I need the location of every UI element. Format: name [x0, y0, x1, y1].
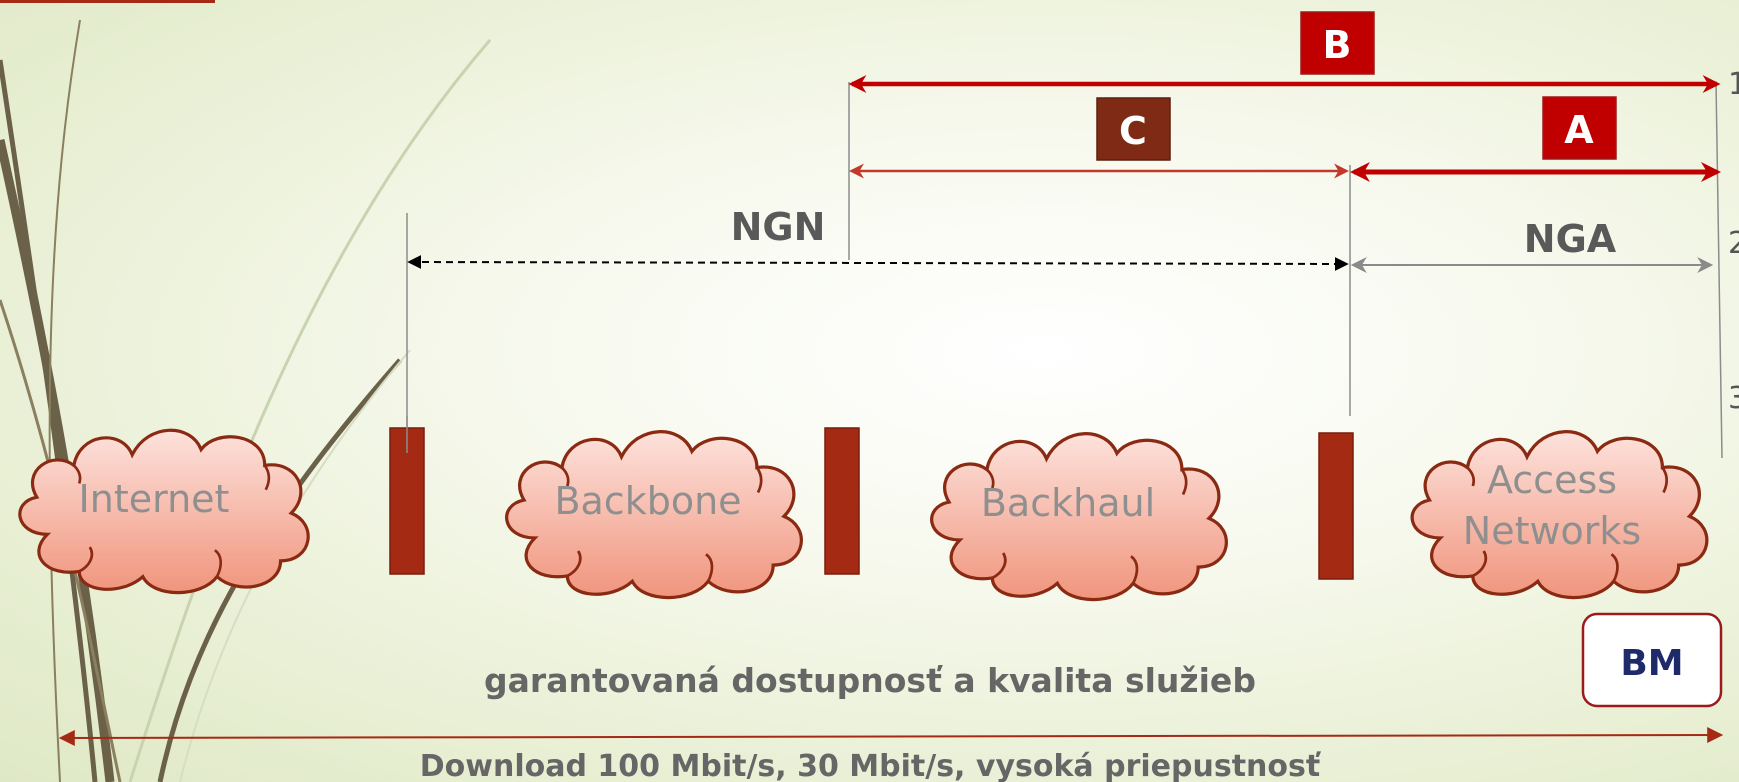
separator-backhaul-access [1318, 432, 1354, 580]
full-span-arrow [58, 727, 1724, 746]
cloud-access-label-line1: Access [1487, 458, 1617, 502]
edge-digit-2: 2 [1728, 226, 1739, 261]
cloud-backbone-label: Backbone [554, 479, 741, 523]
segment-c-box [1096, 97, 1171, 161]
edge-digit-3: 3 [1728, 381, 1739, 416]
bm-badge-label: BM [1620, 643, 1683, 684]
cloud-internet-label: Internet [79, 477, 230, 521]
top-corner-accent [0, 0, 215, 3]
segment-c-label: C [1119, 109, 1147, 153]
cloud-access-label-line2: Networks [1463, 509, 1641, 553]
cloud-backhaul: Backhaul [929, 431, 1229, 602]
separator-backbone-backhaul [824, 427, 860, 575]
nga-label: NGA [1524, 217, 1617, 261]
cloud-backbone: Backbone [504, 429, 804, 600]
cloud-access-networks: Access Networks [1410, 429, 1709, 600]
ngn-range-arrow [407, 255, 1349, 271]
guide-lines [406, 81, 1723, 459]
quality-guarantee-text: garantovaná dostupnosť a kvalita služieb [484, 661, 1256, 700]
cloud-backhaul-label: Backhaul [981, 481, 1155, 525]
download-speed-text: Download 100 Mbit/s, 30 Mbit/s, vysoká p… [420, 749, 1322, 782]
segment-b-label: B [1323, 23, 1352, 67]
edge-digit-1: 1 [1728, 67, 1739, 102]
cloud-internet: Internet [18, 428, 310, 595]
segment-a-box [1542, 96, 1617, 160]
segment-b-box [1300, 11, 1375, 75]
ngn-label: NGN [731, 205, 826, 249]
bm-badge: BM [1581, 612, 1723, 708]
segment-a-label: A [1564, 108, 1594, 152]
decorative-grass [0, 19, 492, 782]
